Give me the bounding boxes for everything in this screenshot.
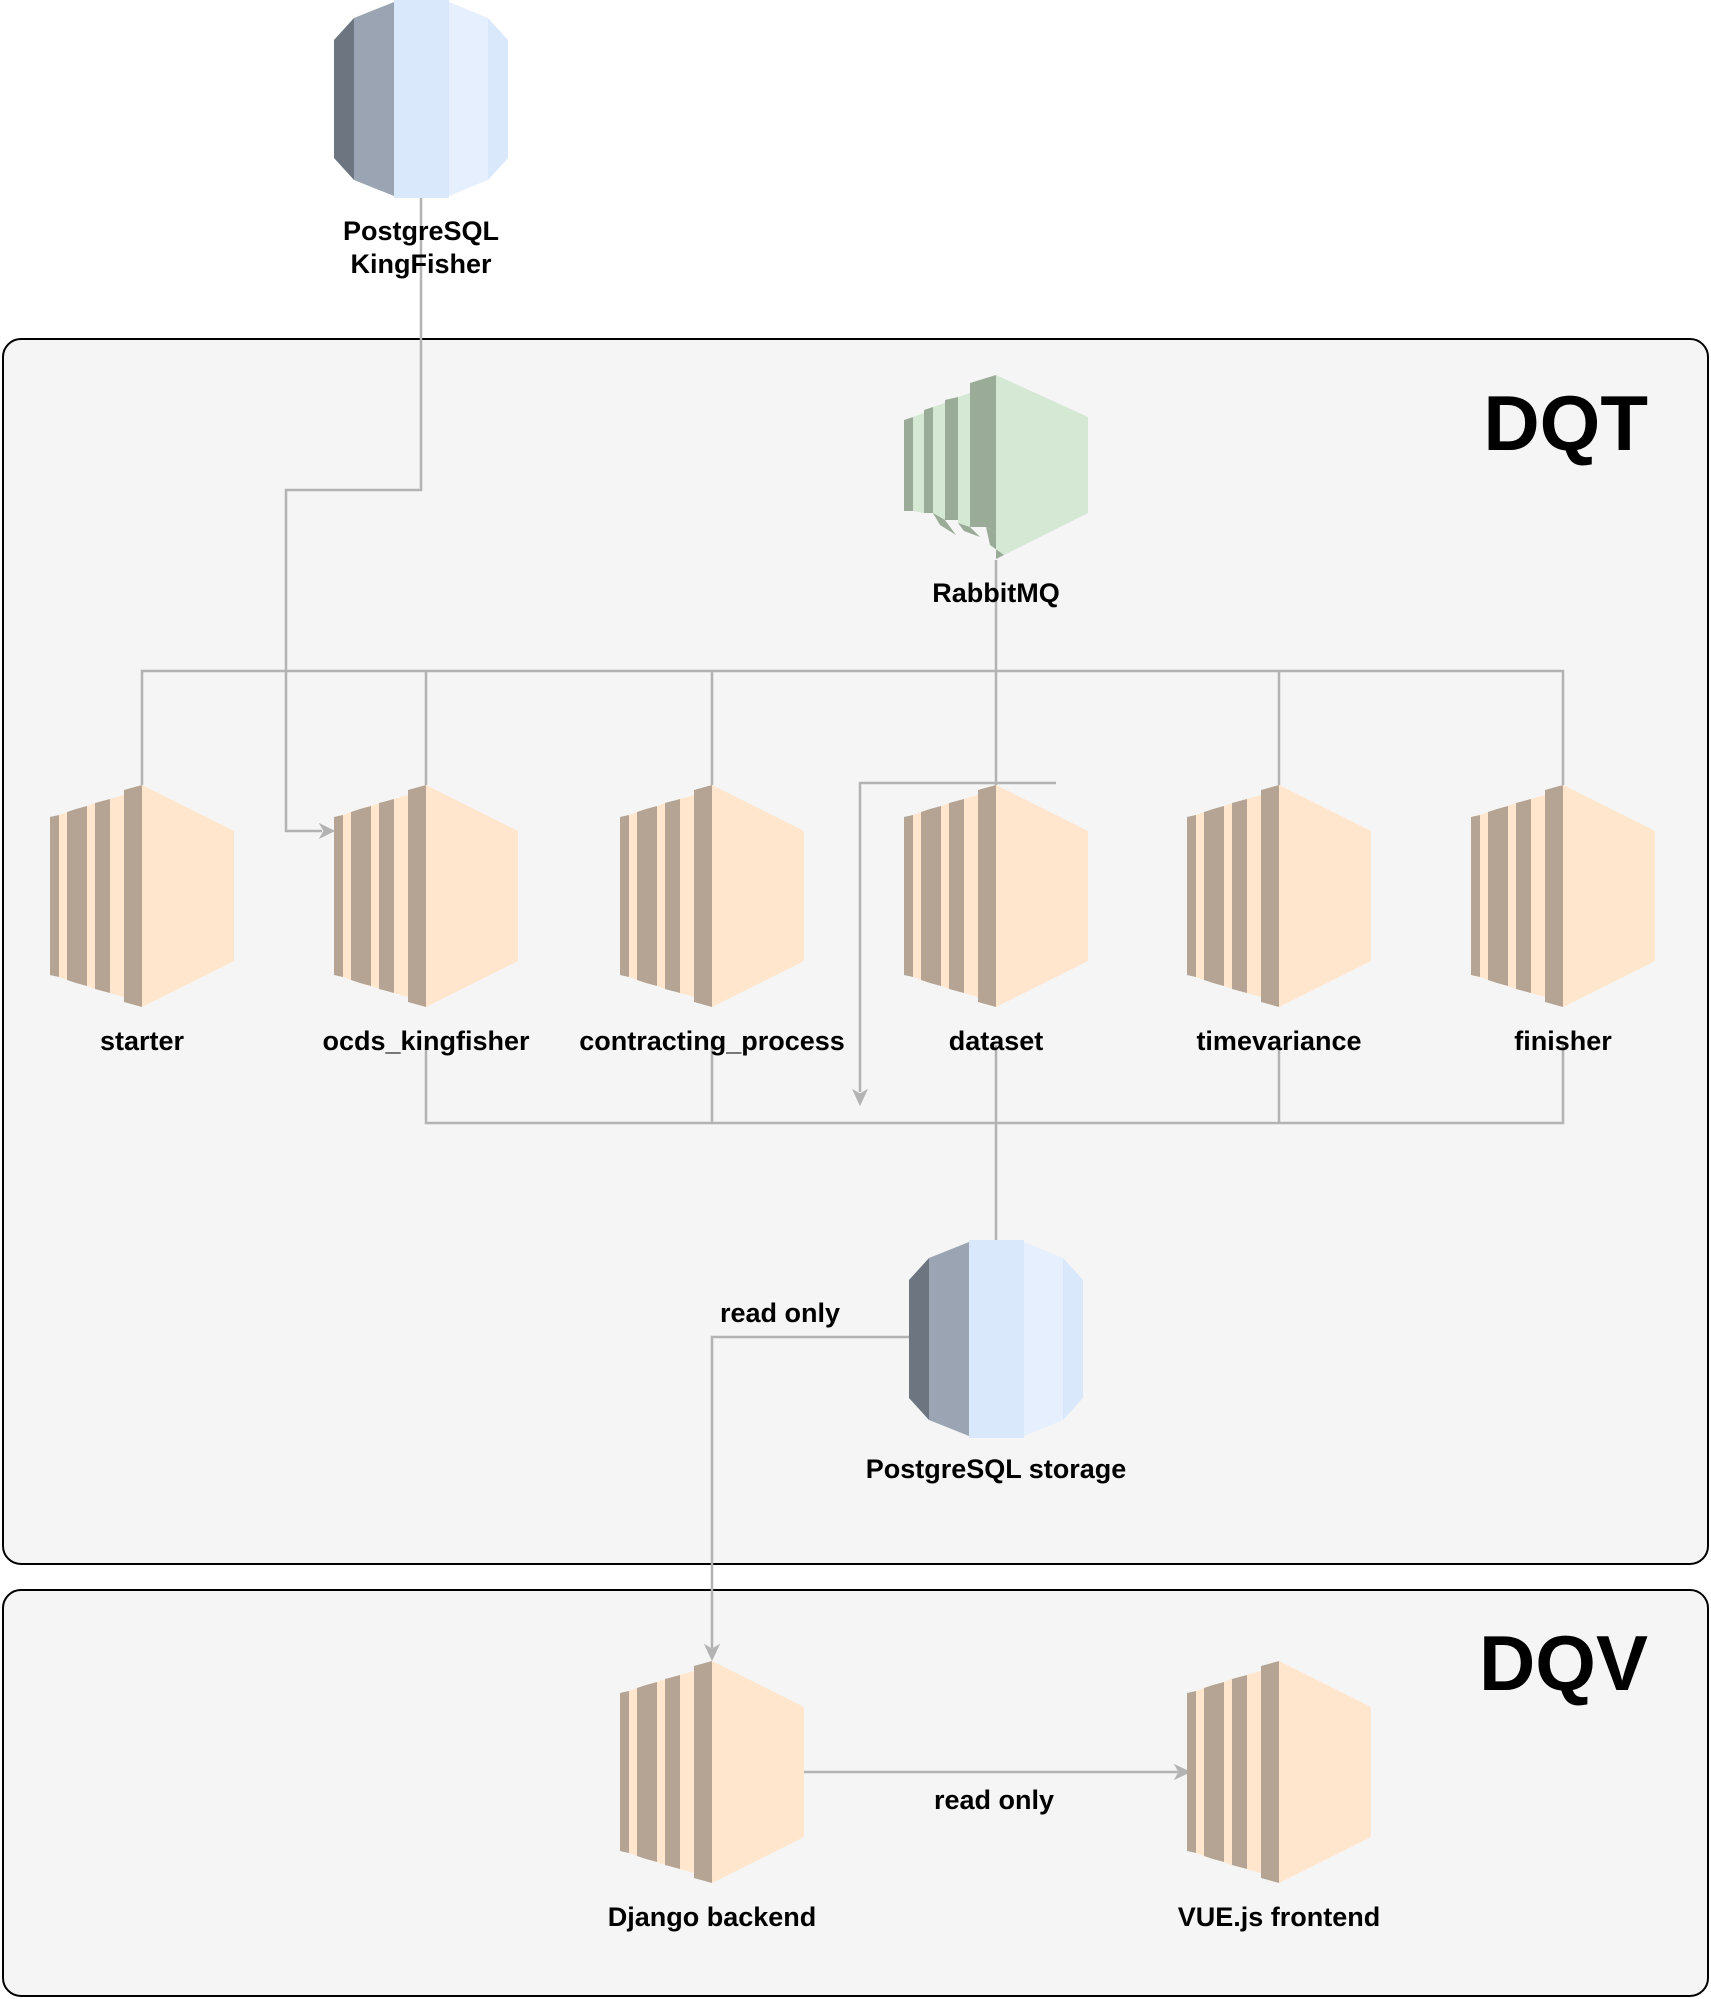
- django-backend-label: Django backend: [608, 1902, 817, 1932]
- connectors: [140, 198, 1565, 1781]
- postgresql-kingfisher-label-line1: PostgreSQL: [343, 216, 499, 246]
- ocds-kingfisher-compute-icon[interactable]: [334, 785, 518, 1007]
- vue-frontend-compute-icon[interactable]: [1187, 1661, 1371, 1883]
- dataset-loop-connector: [858, 781, 1056, 1092]
- django-backend-compute-icon[interactable]: [620, 1661, 804, 1883]
- dataset-compute-icon[interactable]: [904, 785, 1088, 1007]
- postgresql-kingfisher-label-line2: KingFisher: [350, 249, 492, 279]
- postgresql-storage-database-icon[interactable]: [909, 1240, 1083, 1438]
- dqv-title: DQV: [1479, 1619, 1648, 1707]
- rabbitmq-bus-connector: [140, 669, 1565, 785]
- storage-to-django-connector: [710, 1335, 909, 1648]
- timevariance-label: timevariance: [1196, 1026, 1361, 1056]
- contracting-process-label: contracting_process: [579, 1026, 845, 1056]
- contracting-process-compute-icon[interactable]: [620, 785, 804, 1007]
- ocds-kingfisher-label: ocds_kingfisher: [322, 1026, 530, 1056]
- kingfisher-to-ocds-connector: [284, 198, 423, 833]
- kingfisher-arrowhead: [318, 822, 336, 840]
- finisher-compute-icon[interactable]: [1471, 785, 1655, 1007]
- storage-to-django-arrowhead: [703, 1643, 721, 1662]
- postgresql-storage-label: PostgreSQL storage: [866, 1454, 1127, 1484]
- vue-frontend-label: VUE.js frontend: [1178, 1902, 1381, 1932]
- finisher-label: finisher: [1514, 1026, 1612, 1056]
- storage-bus-connector: [424, 1045, 1565, 1125]
- postgresql-kingfisher-database-icon[interactable]: [334, 0, 508, 198]
- timevariance-compute-icon[interactable]: [1187, 785, 1371, 1007]
- dqt-group: [2, 338, 1709, 1565]
- dqt-title: DQT: [1483, 379, 1648, 467]
- django-to-vue-arrowhead: [1173, 1763, 1192, 1781]
- dataset-loop-arrowhead: [851, 1088, 869, 1107]
- starter-label: starter: [100, 1026, 185, 1056]
- rabbitmq-label: RabbitMQ: [932, 578, 1060, 608]
- django-to-vue-edge-label: read only: [934, 1785, 1054, 1815]
- dataset-label: dataset: [949, 1026, 1044, 1056]
- dqv-group: [2, 1589, 1709, 1997]
- storage-to-django-edge-label: read only: [720, 1298, 840, 1328]
- starter-compute-icon[interactable]: [50, 785, 234, 1007]
